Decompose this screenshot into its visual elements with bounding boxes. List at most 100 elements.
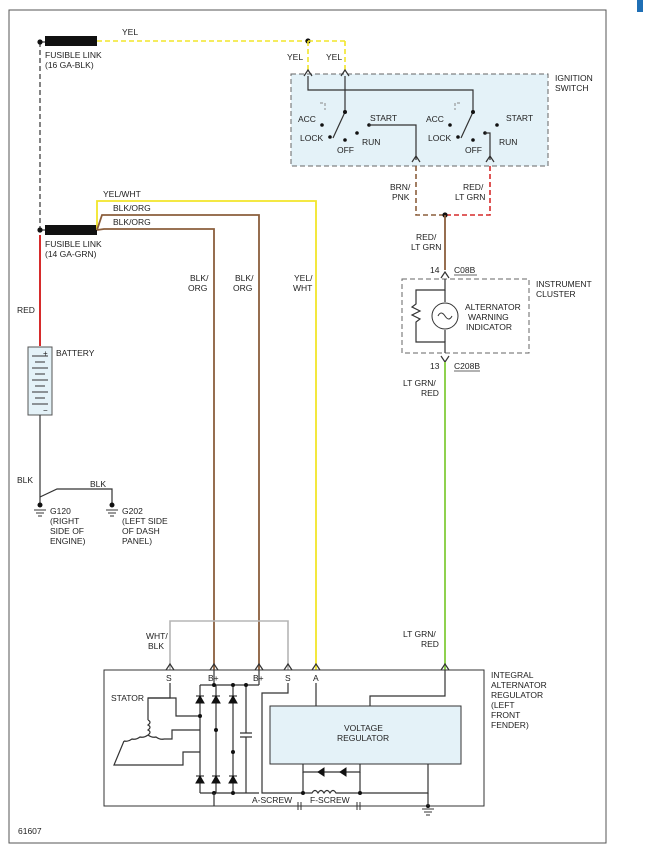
stator-coil: [146, 719, 151, 736]
g202-desc-2: OF DASH: [122, 526, 160, 536]
wire-red-label: RED: [17, 305, 35, 315]
g120-id: G120: [50, 506, 71, 516]
terminal-caret: [311, 662, 321, 671]
wire-red-ltgrn-a-label-1: RED/: [463, 182, 484, 192]
alt-title-1: INTEGRAL: [491, 670, 534, 680]
contact-lock-right: [456, 135, 460, 139]
indicator-label-1: ALTERNATOR: [465, 302, 521, 312]
terminal-caret: [440, 662, 450, 671]
wire-ltgrn-red-a-label-1: LT GRN/: [403, 378, 436, 388]
ignition-switch-title-1: IGNITION: [555, 73, 593, 83]
wire-blk-org-1-label: BLK/ORG: [113, 203, 151, 213]
ignition-switch-panel: [290, 73, 549, 167]
g202-desc-3: PANEL): [122, 536, 152, 546]
stator-label: STATOR: [111, 693, 144, 703]
terminal-caret: [165, 662, 175, 671]
fusible-link-1: [45, 36, 97, 46]
ground-point-g120: [37, 502, 43, 508]
wire-blk-org-1: [96, 214, 260, 670]
contact-off-left: [343, 138, 347, 142]
contact-acc-left: [320, 123, 324, 127]
wire-yel-wht-v-label-2: WHT: [293, 283, 312, 293]
alt-title-5: FRONT: [491, 710, 520, 720]
g120-desc-3: ENGINE): [50, 536, 86, 546]
splice-dot: [358, 791, 362, 795]
splice-dot: [301, 791, 305, 795]
wire-ltgrn-red-b-label-2: RED: [421, 639, 439, 649]
indicator-label-2: WARNING: [468, 312, 509, 322]
label-run-right: RUN: [499, 137, 517, 147]
cluster-conn-top: C08B: [454, 265, 476, 275]
capacitor-icon: [240, 685, 252, 793]
terminal-b2: B+: [253, 673, 264, 683]
wire-blk-label: BLK: [17, 475, 33, 485]
terminal-b1: B+: [208, 673, 219, 683]
g202-id: G202: [122, 506, 143, 516]
wire-brn-pnk-label-2: PNK: [392, 192, 410, 202]
label-off-left: OFF: [337, 145, 354, 155]
wire-blk-ground-label: BLK: [90, 479, 106, 489]
rectifier-bridge: [195, 670, 260, 806]
wire-blk-org-2: [96, 228, 215, 670]
wire-blk-org-v1-label-2: ORG: [188, 283, 207, 293]
i-terminal-lead: [369, 670, 446, 706]
wire-wht-blk-label-1: WHT/: [146, 631, 168, 641]
figure-id: 61607: [18, 826, 42, 836]
switch-pivot-right: [471, 110, 475, 114]
capacitor-node: [244, 683, 248, 687]
connector-caret: [440, 270, 450, 279]
ignition-internal-bus: [307, 76, 474, 112]
indicator-label-3: INDICATOR: [466, 322, 512, 332]
cluster-resistor: [410, 279, 446, 353]
switch-pivot-left: [343, 110, 347, 114]
switch-blade-right: [460, 111, 474, 139]
regulator-label-2: REGULATOR: [337, 733, 389, 743]
connector-caret: [303, 68, 313, 77]
wire-wht-blk: [169, 620, 289, 670]
label-lock-right: LOCK: [428, 133, 451, 143]
wire-blk-org-v2-label-2: ORG: [233, 283, 252, 293]
terminal-caret: [283, 662, 293, 671]
wire-blk-org-v2-label-1: BLK/: [235, 273, 254, 283]
screw-marks: [297, 802, 361, 810]
field-winding-icon: [302, 772, 361, 795]
contact-run-left: [355, 131, 359, 135]
margin: [610, 10, 649, 843]
cluster-pin-top: 14: [430, 265, 440, 275]
wire-yel-wht: [96, 200, 317, 670]
alt-title-2: ALTERNATOR: [491, 680, 547, 690]
battery-minus: −: [43, 406, 48, 415]
connector-caret: [485, 154, 495, 163]
voltage-regulator-box: [269, 705, 462, 765]
fusible-link-2-gauge: (14 GA-GRN): [45, 249, 97, 259]
fusible-link-2-label: FUSIBLE LINK: [45, 239, 102, 249]
wire-yel-left-label: YEL: [287, 52, 303, 62]
wire-blk-org-2-label: BLK/ORG: [113, 217, 151, 227]
terminal-s1: S: [166, 673, 172, 683]
contact-off-right: [471, 138, 475, 142]
wire-red-ltgrn-b-label-1: RED/: [416, 232, 437, 242]
ignition-start-output: [369, 124, 417, 160]
wire-red-ltgrn-upper: [445, 166, 491, 216]
splice-dot: [37, 227, 43, 233]
battery-icon: [27, 346, 53, 416]
wire-red-ltgrn-a-label-2: LT GRN: [455, 192, 485, 202]
contact-start-right: [495, 123, 499, 127]
instrument-cluster-box: [401, 278, 530, 354]
battery-plus: +: [43, 349, 48, 358]
fusible-link-1-label: FUSIBLE LINK: [45, 50, 102, 60]
f-screw-label: F-SCREW: [310, 795, 350, 805]
alt-title-4: (LEFT: [491, 700, 515, 710]
terminal-caret: [209, 662, 219, 671]
contact-acc-right: [448, 123, 452, 127]
stator-coil: [123, 734, 149, 742]
cluster-conn-bottom: C208B: [454, 361, 480, 371]
wire-red-ltgrn-b-label-2: LT GRN: [411, 242, 441, 252]
alt-title-6: FENDER): [491, 720, 529, 730]
wire-brn-pnk: [415, 166, 445, 216]
ignition-switch-title-2: SWITCH: [555, 83, 589, 93]
wire-yel-wht-v-label-1: YEL/: [294, 273, 313, 283]
wire-brn-pnk-label-1: BRN/: [390, 182, 411, 192]
stator-phase-a: [113, 740, 200, 766]
